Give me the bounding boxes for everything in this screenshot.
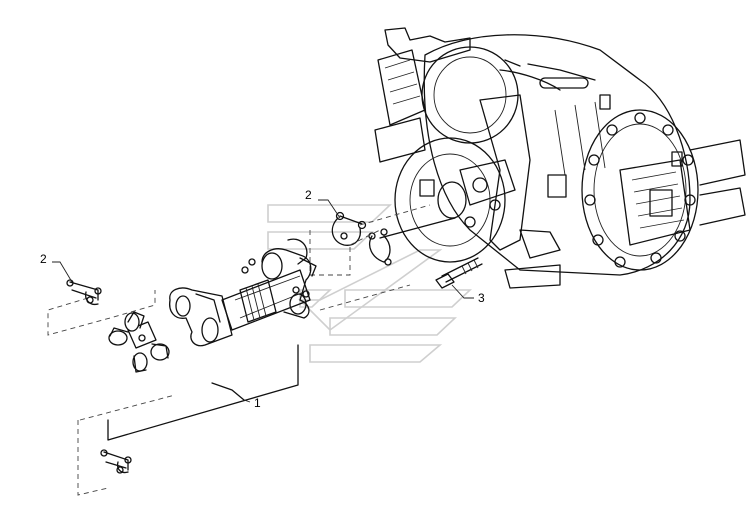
dashed-guide-lower-clamp [77,420,109,496]
clamp-upper [331,211,367,246]
callout-drive-shaft: 1 [254,396,261,410]
leader-clamp-left [52,261,73,283]
clamp-near-housing [368,228,392,266]
callout-bolt: 3 [478,291,485,305]
callout-clamp-upper: 2 [305,188,312,202]
leader-bolt [451,284,474,299]
clamp-lower [100,449,132,474]
axle-housing [374,27,746,289]
shaft-callout-bracket [107,344,299,441]
universal-joint-cross [108,311,170,373]
dashed-guide-shaft-left [79,394,176,421]
dashed-guide-shaft-right [319,284,411,311]
leader-shaft [243,399,251,403]
callout-clamp-left: 2 [40,252,47,266]
leader-clamp-upper [318,199,341,219]
drive-shaft [169,238,317,347]
watermark-logo-icon [267,204,473,363]
hex-bolt [435,257,483,289]
dashed-guide-left-clamp [47,290,156,336]
shaft-callout-tick [211,382,245,401]
dashed-guide-upper-clamp [309,204,431,276]
flange-bolt-icons [584,112,696,268]
bracket-link [379,217,456,239]
clamp-left [66,279,102,306]
